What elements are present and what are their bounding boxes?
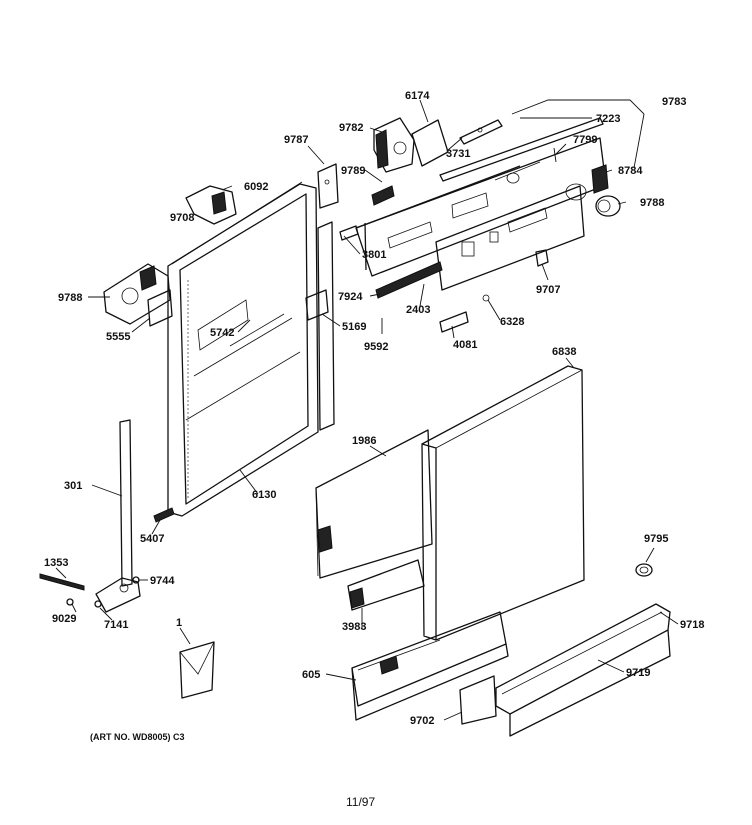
channel-part <box>347 559 425 611</box>
label-5555: 5555 <box>106 331 130 343</box>
label-7799: 7799 <box>573 134 597 146</box>
label-3983: 3983 <box>342 621 366 633</box>
side-bracket <box>315 429 433 579</box>
label-8784: 8784 <box>618 165 643 177</box>
label-9788-left: 9788 <box>58 292 82 304</box>
label-7223: 7223 <box>596 113 620 125</box>
label-9788-right: 9788 <box>640 197 664 209</box>
label-6092: 6092 <box>244 181 268 193</box>
label-7924: 7924 <box>338 291 363 303</box>
leader-lines <box>55 99 679 721</box>
label-605: 605 <box>302 669 320 681</box>
latch-assembly <box>103 185 237 327</box>
label-1986: 1986 <box>352 435 376 447</box>
bottom-trim <box>351 611 509 721</box>
label-5169: 5169 <box>342 321 366 333</box>
toe-kick-assembly <box>459 563 671 737</box>
label-9029: 9029 <box>52 613 76 625</box>
label-2403: 2403 <box>406 304 430 316</box>
outer-door-panel <box>421 365 585 641</box>
label-3731: 3731 <box>446 148 470 160</box>
part-labels: 6174 9782 9787 3731 7223 9783 9789 7799 … <box>44 90 704 727</box>
art-number: (ART NO. WD8005) C3 <box>90 732 185 742</box>
label-4081: 4081 <box>453 339 477 351</box>
hinge-arm <box>39 419 141 613</box>
label-9795: 9795 <box>644 533 668 545</box>
label-9707: 9707 <box>536 284 560 296</box>
label-9702: 9702 <box>410 715 434 727</box>
label-9787: 9787 <box>284 134 308 146</box>
control-panel-assembly <box>317 117 621 334</box>
label-9718: 9718 <box>680 619 704 631</box>
label-9592: 9592 <box>364 341 388 353</box>
label-5742: 5742 <box>210 327 234 339</box>
label-6838: 6838 <box>552 346 576 358</box>
label-6174: 6174 <box>405 90 430 102</box>
label-9782: 9782 <box>339 122 363 134</box>
label-6328: 6328 <box>500 316 524 328</box>
label-6130: 6130 <box>252 489 276 501</box>
label-5407: 5407 <box>140 533 164 545</box>
label-1: 1 <box>176 617 182 629</box>
label-7141: 7141 <box>104 619 128 631</box>
label-1353: 1353 <box>44 557 68 569</box>
inner-door-panel <box>153 181 335 523</box>
label-9789: 9789 <box>341 165 365 177</box>
label-9783: 9783 <box>662 96 686 108</box>
label-3801: 3801 <box>362 249 386 261</box>
label-9708: 9708 <box>170 212 194 224</box>
date-code: 11/97 <box>346 795 375 809</box>
label-301: 301 <box>64 480 82 492</box>
literature-envelope <box>179 641 215 699</box>
label-9719: 9719 <box>626 667 650 679</box>
label-9744: 9744 <box>150 575 175 587</box>
